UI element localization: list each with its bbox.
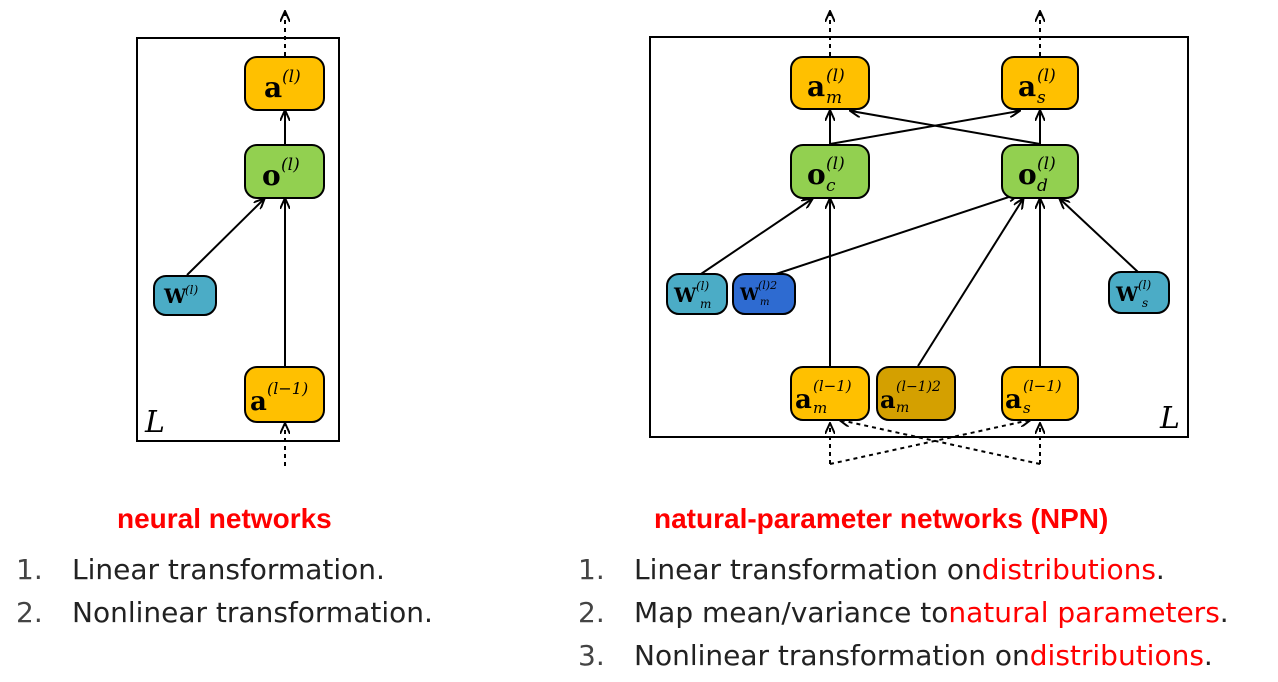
npn-edge-wm2-od <box>769 194 1018 277</box>
npn-caption: natural-parameter networks (NPN) <box>654 503 1109 534</box>
svg-text:s: s <box>1023 399 1031 417</box>
svg-text:(l−1): (l−1) <box>813 377 852 395</box>
svg-text:(l−1)2: (l−1)2 <box>896 379 941 395</box>
npn-node-am-in: a (l−1) m <box>790 366 870 421</box>
npn-node-oc: o (l) c <box>790 144 870 199</box>
svg-text:(l): (l) <box>696 279 710 293</box>
nn-caption: neural networks <box>117 503 332 534</box>
svg-text:a: a <box>1018 70 1036 103</box>
npn-diagram: L a (l) m a (l) s <box>649 12 1189 465</box>
npn-edge-oc-as <box>829 111 1019 145</box>
svg-text:c: c <box>826 176 836 196</box>
nn-plate <box>136 37 340 442</box>
diagram: L a (l) o (l) W (l) a (l−1) <box>136 0 1189 466</box>
nn-step: 1.Linear transformation. <box>16 553 385 586</box>
npn-edge-od-am <box>851 111 1041 145</box>
svg-text:s: s <box>1142 296 1148 310</box>
npn-in-dashed-m-cross <box>829 420 1030 465</box>
svg-text:(l): (l) <box>1037 154 1056 174</box>
nn-diagram: L a (l) o (l) W (l) a (l−1) <box>136 12 340 466</box>
svg-text:a: a <box>795 385 812 415</box>
npn-node-as-out: a (l) s <box>1001 56 1079 110</box>
npn-node-am-in-squared: a (l−1)2 m <box>876 366 956 421</box>
svg-text:o: o <box>1018 158 1037 191</box>
svg-text:o: o <box>262 159 281 192</box>
svg-text:a: a <box>1005 385 1022 415</box>
svg-text:(l)2: (l)2 <box>758 279 777 292</box>
svg-text:(l−1): (l−1) <box>267 379 308 398</box>
npn-step-list: 1.Linear transformation on distributions… <box>578 548 1229 677</box>
npn-step: 2.Map mean/variance to natural parameter… <box>578 596 1229 629</box>
nn-step: 2.Nonlinear transformation. <box>16 596 433 629</box>
svg-text:W: W <box>1115 282 1139 306</box>
npn-plate-label: L <box>1159 401 1180 436</box>
svg-text:W: W <box>739 285 760 305</box>
nn-node-a-in: a (l−1) <box>244 366 325 423</box>
svg-text:a: a <box>250 387 267 417</box>
npn-edge-wm-oc <box>697 199 812 277</box>
svg-text:(l): (l) <box>826 66 845 86</box>
svg-text:(l): (l) <box>1138 278 1152 292</box>
nn-node-o: o (l) <box>244 144 325 199</box>
npn-step: 3.Nonlinear transformation on distributi… <box>578 639 1213 672</box>
npn-node-ws: W (l) s <box>1108 271 1170 314</box>
svg-text:(l): (l) <box>281 155 300 175</box>
svg-text:m: m <box>826 88 842 108</box>
npn-step: 1.Linear transformation on distributions… <box>578 553 1165 586</box>
svg-text:W: W <box>163 284 187 308</box>
npn-node-am-out: a (l) m <box>790 56 870 110</box>
svg-text:m: m <box>760 297 769 308</box>
svg-text:o: o <box>807 158 826 191</box>
svg-text:(l): (l) <box>826 154 845 174</box>
svg-text:m: m <box>813 399 827 417</box>
svg-text:(l): (l) <box>185 283 199 297</box>
npn-in-dashed-s-cross <box>840 420 1041 465</box>
svg-text:(l−1): (l−1) <box>1023 377 1062 395</box>
svg-text:m: m <box>896 400 909 416</box>
svg-text:m: m <box>700 297 711 311</box>
npn-node-as-in: a (l−1) s <box>1001 366 1079 421</box>
npn-node-wm: W (l) m <box>666 273 728 315</box>
npn-node-wm-squared: W (l)2 m <box>732 273 796 315</box>
nn-edge-w-o <box>186 199 264 276</box>
svg-text:s: s <box>1037 88 1046 108</box>
npn-edge-am2in-od <box>917 199 1023 367</box>
nn-node-w: W (l) <box>153 275 217 316</box>
svg-text:a: a <box>880 385 896 414</box>
npn-node-od: o (l) d <box>1001 144 1079 199</box>
svg-text:a: a <box>807 70 825 103</box>
svg-text:W: W <box>673 283 697 307</box>
svg-text:(l): (l) <box>1037 66 1056 86</box>
nn-plate-label: L <box>144 405 165 440</box>
npn-edge-ws-od <box>1060 199 1139 273</box>
svg-text:a: a <box>264 71 282 104</box>
nn-step-list: 1.Linear transformation. 2.Nonlinear tra… <box>16 548 433 634</box>
svg-text:d: d <box>1037 176 1048 196</box>
nn-node-a-out: a (l) <box>244 56 325 111</box>
svg-text:(l): (l) <box>282 67 301 87</box>
